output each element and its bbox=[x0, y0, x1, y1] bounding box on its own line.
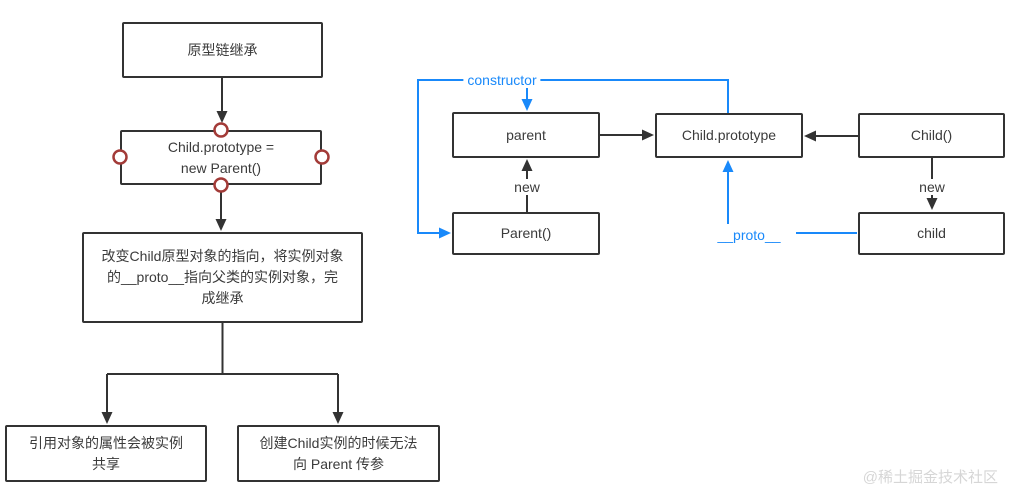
flow-code-line1: Child.prototype = bbox=[167, 138, 275, 155]
constructor-label: constructor bbox=[463, 72, 541, 88]
flow-description-box: 改变Child原型对象的指向，将实例对象的__proto__指向父类的实例对象，… bbox=[82, 232, 363, 323]
new-label-parent: new bbox=[510, 179, 544, 195]
arrowhead-down-icon bbox=[101, 412, 113, 424]
arrowhead-right-icon bbox=[642, 129, 654, 141]
connector-description-split bbox=[106, 323, 339, 412]
flow-code-box: Child.prototype = new Parent() bbox=[120, 130, 322, 185]
graph-parent-constructor-box: Parent() bbox=[452, 212, 600, 255]
flow-drawback1-box: 引用对象的属性会被实例共享 bbox=[5, 425, 207, 482]
flow-description-text: 改变Child原型对象的指向，将实例对象的__proto__指向父类的实例对象，… bbox=[101, 248, 344, 306]
graph-child-constructor-text: Child() bbox=[910, 127, 953, 143]
flow-drawback2-text: 创建Child实例的时候无法向 Parent 传参 bbox=[259, 434, 418, 472]
graph-child-prototype-box: Child.prototype bbox=[655, 113, 803, 158]
graph-child-instance-text: child bbox=[917, 225, 946, 241]
flow-title-box: 原型链继承 bbox=[122, 22, 323, 78]
graph-child-prototype-text: Child.prototype bbox=[681, 127, 777, 143]
flow-drawback1-text: 引用对象的属性会被实例共享 bbox=[29, 434, 183, 472]
arrowhead-left-icon bbox=[804, 130, 816, 142]
arrowhead-down-icon bbox=[216, 111, 228, 123]
graph-parent-constructor-text: Parent() bbox=[500, 225, 552, 241]
flow-title-text: 原型链继承 bbox=[187, 41, 258, 58]
proto-label: __proto__ bbox=[713, 227, 785, 243]
arrowhead-down-icon bbox=[215, 219, 227, 231]
flow-drawback2-box: 创建Child实例的时候无法向 Parent 传参 bbox=[237, 425, 440, 482]
new-label-child: new bbox=[915, 179, 949, 195]
graph-parent-instance-box: parent bbox=[452, 112, 600, 158]
arrowhead-up-icon bbox=[521, 159, 533, 171]
flow-code-line2: new Parent() bbox=[180, 159, 262, 176]
arrowhead-down-icon bbox=[332, 412, 344, 424]
graph-child-instance-box: child bbox=[858, 212, 1005, 255]
watermark: @稀土掘金技术社区 bbox=[862, 469, 998, 486]
arrowhead-down-icon bbox=[926, 198, 938, 210]
graph-child-constructor-box: Child() bbox=[858, 113, 1005, 158]
arrowhead-down-icon bbox=[521, 99, 533, 111]
arrowhead-right-icon bbox=[439, 227, 451, 239]
graph-parent-instance-text: parent bbox=[506, 126, 546, 143]
arrowhead-up-icon bbox=[722, 160, 734, 172]
